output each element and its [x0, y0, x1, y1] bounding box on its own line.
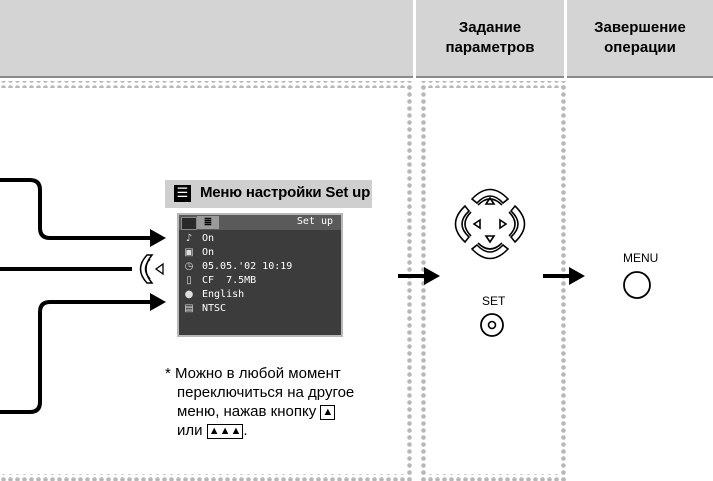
dotted-frame-left: [0, 81, 413, 481]
menu-button-icon: [623, 271, 651, 299]
wrench-icon: ☰: [174, 185, 191, 202]
lcd-row-value: 05.05.'02 10:19: [202, 261, 293, 272]
header-setup-line2: параметров: [445, 39, 535, 56]
header-finish-line2: операции: [604, 39, 676, 56]
header-setup-line1: Задание: [458, 19, 522, 36]
lcd-brightness-icon: ▣: [184, 247, 194, 258]
menu-title-text: Меню настройки Set up: [200, 184, 371, 201]
lcd-tab-play: [181, 217, 197, 230]
header-underline-finish: [567, 76, 713, 78]
arrow-to-setup: [398, 267, 440, 285]
language-icon: ●: [184, 289, 194, 300]
lcd-row: ▣ On: [179, 246, 341, 260]
header-underline-left: [0, 76, 413, 78]
lcd-row-value: English: [202, 289, 245, 300]
arrow-heads: [150, 229, 166, 311]
footnote-line3: меню, нажав кнопку ▲: [177, 402, 336, 421]
header-underline-setup: [416, 76, 564, 78]
lcd-row-value: NTSC: [202, 303, 227, 314]
lcd-row-value: CF 7.5MB: [202, 275, 257, 286]
lcd-topbar: ≣ Set up: [179, 215, 341, 230]
shooting-mode-button-icon: ▲: [320, 405, 336, 420]
lcd-title: Set up: [296, 216, 333, 227]
four-way-controller-icon: [454, 188, 526, 260]
card-icon: ▯: [186, 275, 192, 286]
header-finish-line1: Завершение: [594, 19, 686, 36]
header-finish: Завершение операции: [567, 0, 713, 78]
lcd-row: ▯ CF 7.5MB: [179, 274, 341, 288]
footnote-line1: * Можно в любой момент: [165, 365, 341, 382]
left-button-icon: [139, 254, 164, 284]
set-label: SET: [482, 294, 506, 308]
header-left: [0, 0, 413, 78]
clock-icon: ◷: [184, 261, 194, 272]
lcd-setup-menu: ≣ Set up ♪ On ▣ On ◷ 05.05.'02 10:19 ▯ C…: [177, 213, 343, 337]
lcd-row: ◷ 05.05.'02 10:19: [179, 260, 341, 274]
lcd-row: ● English: [179, 288, 341, 302]
menu-title-bar: ☰ Меню настройки Set up: [165, 180, 372, 208]
footnote-line4: или ▲▲▲.: [177, 421, 248, 440]
footnote-line4-suffix: .: [243, 422, 248, 439]
video-system-icon: ▤: [184, 303, 194, 314]
header-setup: Задание параметров: [416, 0, 564, 78]
sound-icon: ♪: [185, 233, 193, 244]
lcd-tab-setup: ≣: [197, 216, 219, 229]
lcd-row-value: On: [202, 233, 215, 244]
footnote-line3-text: меню, нажав кнопку: [177, 403, 317, 420]
menu-label: MENU: [623, 251, 659, 265]
lcd-row: ▤ NTSC: [179, 302, 341, 316]
footnote-line4-prefix: или: [177, 422, 203, 439]
flow-lines: [0, 178, 152, 414]
lcd-row: ♪ On: [179, 232, 341, 246]
dotted-frame-setup: [420, 81, 567, 481]
footnote-line2: переключиться на другое: [177, 384, 355, 401]
lcd-row-value: On: [202, 247, 215, 258]
playback-mode-button-icon: ▲▲▲: [206, 424, 244, 439]
set-button-icon: [480, 313, 504, 337]
arrow-to-finish: [543, 267, 585, 285]
